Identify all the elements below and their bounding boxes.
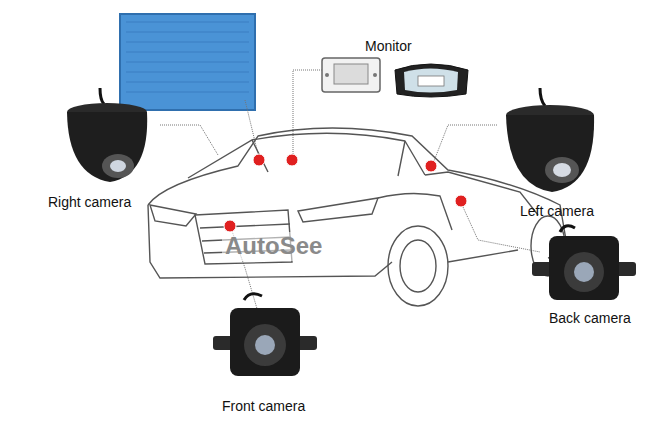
control-box (120, 14, 255, 110)
left-camera (506, 88, 594, 192)
dash-monitor (322, 58, 380, 92)
camera-label: Right camera (48, 194, 131, 211)
right-camera (67, 88, 147, 182)
car-outline (148, 128, 566, 306)
mirror-monitor (395, 64, 468, 97)
camera-label: Left camera (520, 203, 594, 220)
camera-label: Front camera (222, 398, 305, 415)
front-camera (213, 294, 317, 376)
back-camera (532, 226, 636, 300)
monitor-label: Monitor (365, 38, 412, 55)
camera-label: Back camera (549, 310, 631, 327)
watermark: AutoSee (222, 232, 325, 261)
camera-points (224, 154, 467, 232)
